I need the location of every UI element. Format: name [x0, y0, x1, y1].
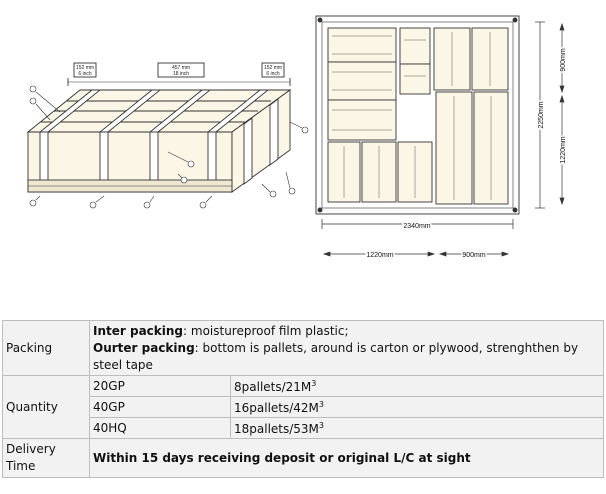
- capacity-value: 16pallets/42M: [234, 400, 319, 415]
- container-capacity: 16pallets/42M3: [230, 396, 604, 418]
- packing-details: Inter packing: moistureproof film plasti…: [89, 320, 604, 376]
- inter-packing-label: Inter packing: [93, 323, 184, 338]
- capacity-unit-sup: 3: [318, 420, 325, 430]
- height-total-label: 2250mm: [538, 101, 545, 128]
- width-left-label: 1220mm: [366, 252, 393, 259]
- dim-left-mm: 152 mm: [76, 65, 94, 71]
- delivery-text: Within 15 days receiving deposit or orig…: [89, 438, 604, 478]
- quantity-label: Quantity: [2, 375, 90, 439]
- container-capacity: 18pallets/53M3: [230, 417, 604, 439]
- container-plan: [315, 15, 565, 257]
- packing-illustration: 152 mm 6 inch 457 mm 18 inch 152 mm 6 in…: [26, 15, 569, 261]
- width-right-label: 900mm: [462, 252, 486, 259]
- container-type: 20GP: [89, 375, 231, 397]
- outer-packing-text: : bottom is pallets, around is carton or…: [93, 340, 579, 372]
- delivery-label: Delivery Time: [2, 438, 90, 478]
- quantity-row-3: 40HQ 18pallets/53M3: [3, 417, 604, 439]
- container-type: 40GP: [89, 396, 231, 418]
- delivery-row: Delivery Time Within 15 days receiving d…: [2, 438, 604, 478]
- quantity-row-1: Quantity 20GP 8pallets/21M3: [2, 375, 604, 439]
- capacity-unit-sup: 3: [311, 378, 317, 388]
- capacity-value: 8pallets/21M: [234, 379, 312, 394]
- packing-label: Packing: [2, 320, 90, 376]
- packing-row: Packing Inter packing: moistureproof fil…: [2, 320, 604, 376]
- container-capacity: 8pallets/21M3: [230, 375, 604, 397]
- packing-spec-table: Packing Inter packing: moistureproof fil…: [2, 320, 604, 478]
- container-type: 40HQ: [89, 417, 231, 439]
- capacity-unit-sup: 3: [318, 399, 325, 409]
- dim-left-in: 6 inch: [78, 71, 92, 77]
- height-bottom-label: 1220mm: [560, 136, 567, 163]
- outer-packing-label: Ourter packing: [93, 340, 195, 355]
- width-total-label: 2340mm: [403, 223, 430, 230]
- dim-mid-mm: 457 mm: [172, 65, 190, 71]
- height-top-label: 900mm: [560, 48, 567, 72]
- dim-right-in: 6 inch: [266, 71, 280, 77]
- dim-right-mm: 152 mm: [264, 65, 282, 71]
- crate-drawing: [26, 62, 309, 209]
- quantity-row-2: 40GP 16pallets/42M3: [3, 396, 604, 418]
- dim-mid-in: 18 inch: [173, 71, 189, 77]
- capacity-value: 18pallets/53M: [234, 421, 319, 436]
- inter-packing-text: : moistureproof film plastic;: [183, 323, 349, 338]
